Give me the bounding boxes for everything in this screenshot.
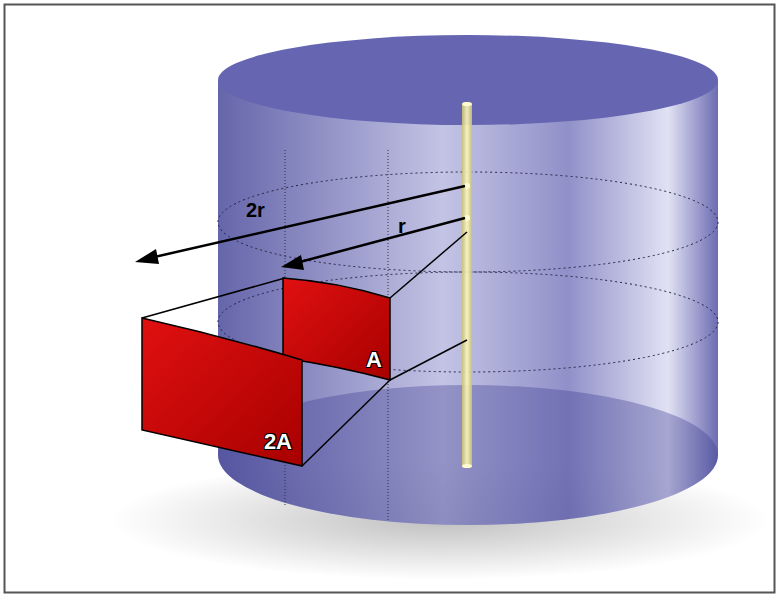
- wire-rod: [462, 102, 472, 468]
- radius-label: 2r: [246, 200, 265, 220]
- wedge-lines: [142, 232, 467, 466]
- radius-label: r: [398, 216, 406, 236]
- radius-arrows: [135, 186, 465, 270]
- frame: [5, 5, 775, 593]
- patch-fill: [142, 318, 302, 466]
- wire-end: [462, 464, 472, 468]
- area-patch: 2A: [140, 318, 302, 466]
- wire-end: [462, 102, 472, 106]
- area-label: A: [366, 348, 382, 372]
- area-label: 2A: [264, 430, 292, 454]
